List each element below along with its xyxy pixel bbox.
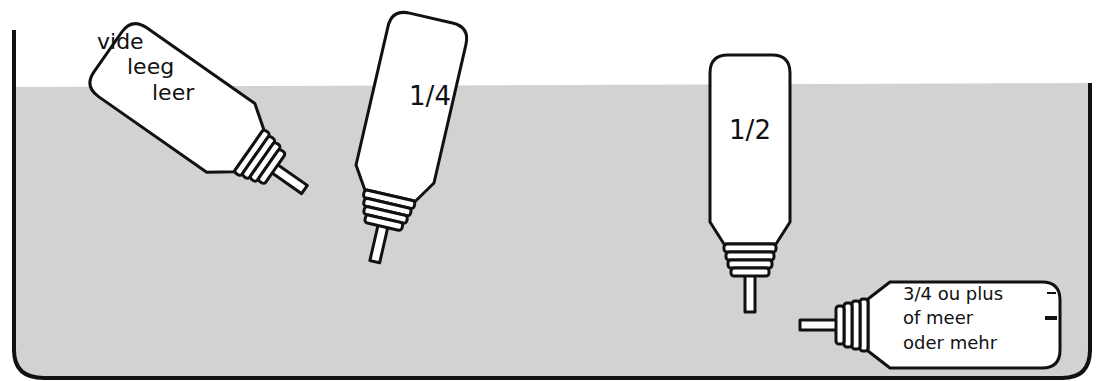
fill-level-label: oder mehr	[903, 334, 997, 352]
bottle-nozzle	[370, 224, 388, 263]
bottle-outline	[800, 282, 1060, 368]
fill-level-label: leeg	[127, 56, 174, 78]
bottle-body	[868, 282, 1060, 368]
level-mark	[1047, 292, 1056, 294]
bottle-outline	[710, 55, 790, 312]
fill-level-label: of meer	[903, 309, 973, 327]
bottle-shape	[325, 0, 495, 280]
bottle-node: 1/2	[695, 45, 805, 325]
fill-level-label: leer	[152, 82, 194, 104]
fill-level-label: 1/4	[409, 83, 451, 109]
bottle-nozzle	[800, 320, 838, 330]
bottle-body	[84, 18, 273, 185]
fill-level-label: 1/2	[729, 117, 771, 143]
tank-wall	[14, 30, 1090, 378]
bottle-node: 1/4	[325, 0, 495, 280]
fill-level-label: 3/4 ou plus	[903, 285, 1003, 303]
bottle-outline	[84, 18, 329, 224]
bottle-ring	[731, 268, 769, 276]
bottle-nozzle	[745, 274, 755, 312]
bottle-ring	[258, 149, 286, 185]
bottle-node: 3/4 ou plus of meer oder mehr	[790, 272, 1075, 377]
level-mark	[1045, 316, 1057, 320]
bottle-ring	[364, 215, 403, 231]
bottle-body	[710, 55, 790, 244]
bottle-node: vide leeg leer	[55, 0, 325, 205]
bottle-ring	[836, 306, 844, 344]
fill-level-label: vide	[97, 31, 144, 53]
bottle-shape	[695, 45, 805, 325]
bottle-outline	[336, 9, 470, 271]
bottle-body	[351, 9, 470, 204]
